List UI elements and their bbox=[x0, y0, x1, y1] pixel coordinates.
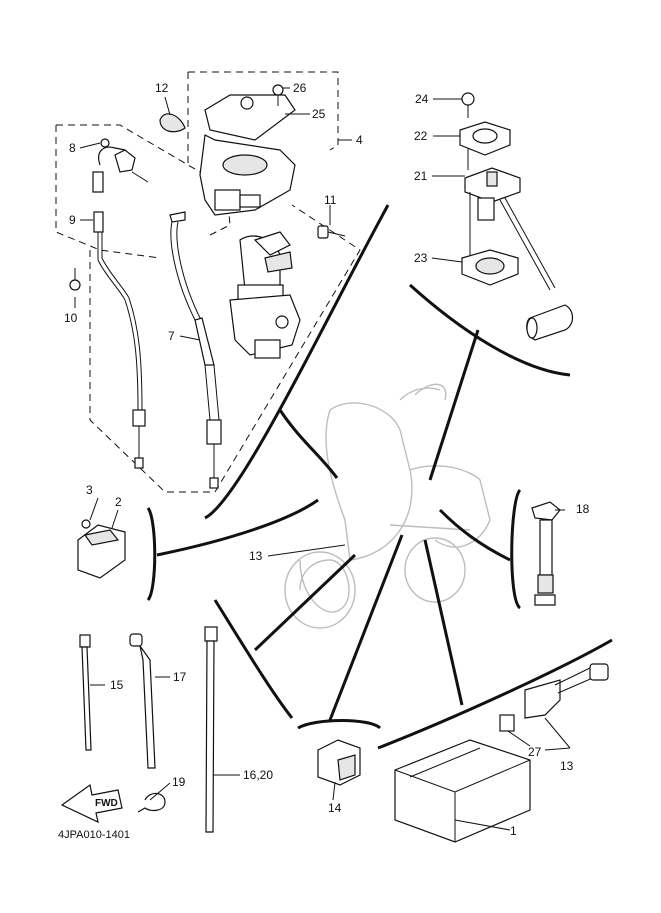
callout-8: 8 bbox=[69, 141, 76, 155]
part-clamp-17 bbox=[129, 633, 156, 769]
callout-13-lower: 13 bbox=[560, 759, 574, 773]
callout-1: 1 bbox=[510, 824, 517, 838]
callout-26: 26 bbox=[293, 81, 307, 95]
callout-10: 10 bbox=[64, 311, 78, 325]
part-screw-11 bbox=[317, 225, 346, 239]
callout-25: 25 bbox=[312, 107, 326, 121]
part-ecu-1 bbox=[394, 739, 531, 843]
part-fuel-sender bbox=[459, 92, 574, 341]
part-cable-9 bbox=[92, 146, 146, 469]
callout-24: 24 bbox=[415, 92, 429, 106]
part-band-16-20 bbox=[204, 626, 218, 833]
leader-lines bbox=[156, 329, 511, 721]
callout-14: 14 bbox=[328, 801, 342, 815]
part-throttle-housing bbox=[199, 94, 296, 216]
callout-11: 11 bbox=[324, 193, 337, 207]
callout-23: 23 bbox=[414, 251, 428, 265]
callout-labels: 26 25 12 4 8 9 10 11 7 24 22 21 23 3 2 1… bbox=[64, 81, 590, 838]
part-bolt-10 bbox=[69, 268, 81, 291]
forward-arrow-icon: FWD bbox=[60, 783, 123, 824]
callout-17: 17 bbox=[173, 670, 187, 684]
callout-4: 4 bbox=[356, 133, 363, 147]
callout-16-20: 16,20 bbox=[243, 768, 273, 782]
part-bracket-8 bbox=[100, 138, 149, 183]
callout-21: 21 bbox=[414, 169, 428, 183]
callout-18: 18 bbox=[576, 502, 590, 516]
part-sensor-18 bbox=[531, 501, 561, 606]
part-band-15 bbox=[79, 634, 92, 751]
callout-22: 22 bbox=[414, 129, 428, 143]
part-screw-26 bbox=[272, 84, 284, 106]
dashed-group-boxes bbox=[55, 71, 361, 493]
part-clip-19 bbox=[137, 792, 166, 813]
callout-15: 15 bbox=[110, 678, 124, 692]
callout-19: 19 bbox=[172, 775, 186, 789]
fwd-label: FWD bbox=[95, 798, 118, 809]
section-brackets bbox=[146, 204, 613, 750]
callout-2: 2 bbox=[115, 495, 122, 509]
part-cable-7 bbox=[169, 211, 222, 489]
callout-27: 27 bbox=[528, 745, 542, 759]
diagram-code: 4JPA010-1401 bbox=[58, 829, 130, 841]
part-cap-12 bbox=[159, 113, 186, 133]
callout-13-center: 13 bbox=[249, 549, 263, 563]
callout-3: 3 bbox=[86, 483, 93, 497]
callout-9: 9 bbox=[69, 213, 76, 227]
callout-leaders bbox=[74, 87, 571, 831]
part-relay-2 bbox=[77, 519, 126, 579]
part-connector-27 bbox=[499, 663, 609, 732]
callout-12: 12 bbox=[155, 81, 169, 95]
callout-7: 7 bbox=[168, 329, 175, 343]
part-main-switch bbox=[229, 231, 301, 359]
part-relay-14 bbox=[317, 739, 361, 786]
